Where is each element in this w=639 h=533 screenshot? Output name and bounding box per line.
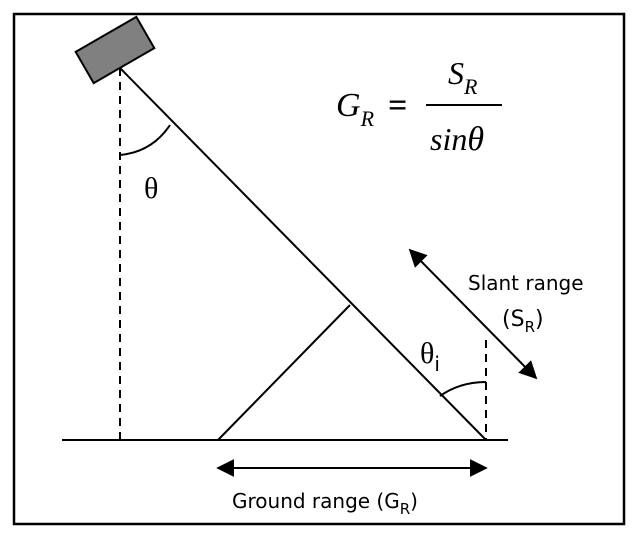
svg-text:GR: GR <box>336 87 375 131</box>
formula-lhs-base: G <box>336 87 361 124</box>
sensor-platform <box>74 15 156 85</box>
svg-text:sinθ: sinθ <box>430 121 484 158</box>
ground-range-sub: R <box>400 500 410 518</box>
formula-numerator-sub: R <box>463 74 478 99</box>
slant-range-open: (S <box>502 307 525 332</box>
slant-range-arrow <box>408 248 538 380</box>
ground-range-close: ) <box>410 489 418 513</box>
theta-label: θ <box>144 172 158 205</box>
theta-i-base: θ <box>420 337 434 370</box>
slant-range-close: ) <box>535 307 544 332</box>
theta-i-sub: i <box>434 352 440 376</box>
look-angle-arc <box>119 124 171 156</box>
formula-denominator-theta: θ <box>467 121 484 158</box>
formula-denominator-sin: sin <box>430 121 467 157</box>
incidence-angle-arc <box>439 381 487 397</box>
svg-text:SR: SR <box>448 55 478 99</box>
perpendicular-line <box>217 304 351 441</box>
ground-range-text: Ground range (G <box>232 489 400 513</box>
slant-range-sub: R <box>525 318 535 336</box>
svg-text:θi: θi <box>420 337 440 376</box>
formula-lhs-sub: R <box>360 106 375 131</box>
ground-range-formula: GR = SR sinθ <box>336 55 502 158</box>
svg-text:(SR): (SR) <box>502 307 544 336</box>
formula-equals: = <box>388 87 407 124</box>
slant-range-label: Slant range <box>468 271 584 295</box>
svg-text:Ground range (GR): Ground range (GR) <box>232 489 418 518</box>
figure-border <box>12 12 626 526</box>
formula-numerator-base: S <box>448 55 464 91</box>
